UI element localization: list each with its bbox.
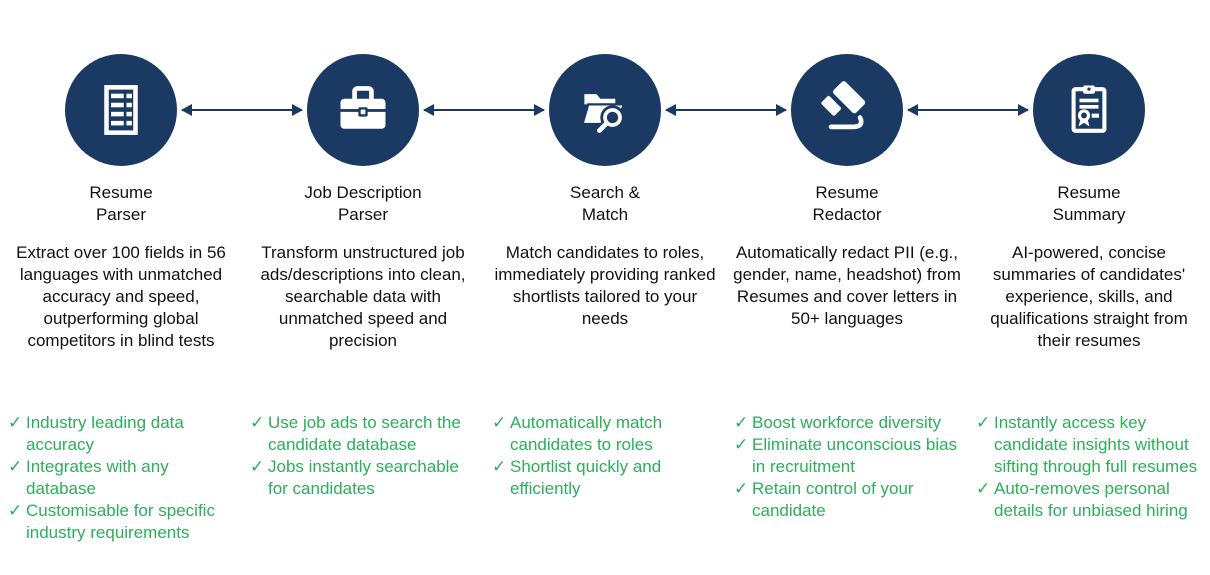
feature-circle <box>307 54 419 166</box>
connector-arrow <box>907 104 1029 116</box>
feature-column-resume-parser: Resume Parser Extract over 100 fields in… <box>0 0 242 544</box>
connector-arrow <box>665 104 787 116</box>
feature-description: Extract over 100 fields in 56 languages … <box>16 243 226 350</box>
feature-column-resume-summary: Resume Summary AI-powered, concise summa… <box>968 0 1210 544</box>
feature-bullets: ✓ Use job ads to search the candidate da… <box>242 412 484 500</box>
feature-columns: Resume Parser Extract over 100 fields in… <box>0 0 1210 544</box>
feature-title: Search & Match <box>570 183 640 224</box>
bullet-text: Shortlist quickly and efficiently <box>510 457 662 498</box>
checkmark-icon: ✓ <box>976 479 991 498</box>
bullet-text: Retain control of your candidate <box>752 479 914 520</box>
feature-circle <box>1033 54 1145 166</box>
bullet-text: Industry leading data accuracy <box>26 413 184 454</box>
bullet-text: Use job ads to search the candidate data… <box>268 413 461 454</box>
checkmark-icon: ✓ <box>734 479 749 498</box>
clipboard-certificate-icon <box>1071 85 1107 133</box>
feature-description: Automatically redact PII (e.g., gender, … <box>733 243 961 328</box>
checkmark-icon: ✓ <box>734 435 749 454</box>
feature-circle <box>549 54 661 166</box>
checkmark-icon: ✓ <box>492 457 507 476</box>
checkmark-icon: ✓ <box>8 457 23 476</box>
feature-title: Resume Summary <box>1052 183 1126 224</box>
feature-column-job-description-parser: Job Description Parser Transform unstruc… <box>242 0 484 544</box>
feature-column-search-match: Search & Match Match candidates to roles… <box>484 0 726 544</box>
checkmark-icon: ✓ <box>976 413 991 432</box>
checkmark-icon: ✓ <box>250 457 265 476</box>
checkmark-icon: ✓ <box>8 413 23 432</box>
briefcase-icon <box>340 86 386 129</box>
feature-bullets: ✓ Automatically match candidates to role… <box>484 412 726 500</box>
feature-column-resume-redactor: Resume Redactor Automatically redact PII… <box>726 0 968 544</box>
bullet-text: Jobs instantly searchable for candidates <box>268 457 459 498</box>
feature-bullets: ✓ Industry leading data accuracy ✓ Integ… <box>0 412 242 544</box>
checkmark-icon: ✓ <box>492 413 507 432</box>
feature-description: AI-powered, concise summaries of candida… <box>990 243 1188 350</box>
bullet-item: ✓ Customisable for specific industry req… <box>8 500 238 544</box>
bullet-item: ✓ Instantly access key candidate insight… <box>976 412 1206 478</box>
bullet-text: Automatically match candidates to roles <box>510 413 663 454</box>
feature-bullets: ✓ Boost workforce diversity ✓ Eliminate … <box>726 412 968 522</box>
feature-circle <box>791 54 903 166</box>
bullet-text: Instantly access key candidate insights … <box>994 413 1198 476</box>
folder-search-icon <box>580 94 626 137</box>
bullet-item: ✓ Boost workforce diversity <box>734 412 964 434</box>
bullet-item: ✓ Automatically match candidates to role… <box>492 412 722 456</box>
bullet-text: Auto-removes personal details for unbias… <box>994 479 1188 520</box>
feature-title: Resume Redactor <box>812 183 882 224</box>
bullet-text: Customisable for specific industry requi… <box>26 501 215 542</box>
feature-description: Match candidates to roles, immediately p… <box>494 243 716 328</box>
checkmark-icon: ✓ <box>8 501 23 520</box>
resume-document-icon <box>104 85 138 135</box>
bullet-item: ✓ Use job ads to search the candidate da… <box>250 412 480 456</box>
bullet-text: Boost workforce diversity <box>752 413 941 432</box>
bullet-item: ✓ Jobs instantly searchable for candidat… <box>250 456 480 500</box>
bullet-item: ✓ Retain control of your candidate <box>734 478 964 522</box>
bullet-item: ✓ Eliminate unconscious bias in recruitm… <box>734 434 964 478</box>
feature-title: Job Description Parser <box>304 183 422 224</box>
bullet-text: Integrates with any database <box>26 457 169 498</box>
feature-circle <box>65 54 177 166</box>
eraser-icon <box>821 81 866 130</box>
feature-description: Transform unstructured job ads/descripti… <box>260 243 466 350</box>
bullet-item: ✓ Integrates with any database <box>8 456 238 500</box>
bullet-item: ✓ Industry leading data accuracy <box>8 412 238 456</box>
feature-title: Resume Parser <box>89 183 153 224</box>
feature-bullets: ✓ Instantly access key candidate insight… <box>968 412 1210 522</box>
checkmark-icon: ✓ <box>250 413 265 432</box>
bullet-item: ✓ Shortlist quickly and efficiently <box>492 456 722 500</box>
checkmark-icon: ✓ <box>734 413 749 432</box>
bullet-item: ✓ Auto-removes personal details for unbi… <box>976 478 1206 522</box>
connector-arrow <box>423 104 545 116</box>
connector-arrow <box>181 104 303 116</box>
bullet-text: Eliminate unconscious bias in recruitmen… <box>752 435 958 476</box>
